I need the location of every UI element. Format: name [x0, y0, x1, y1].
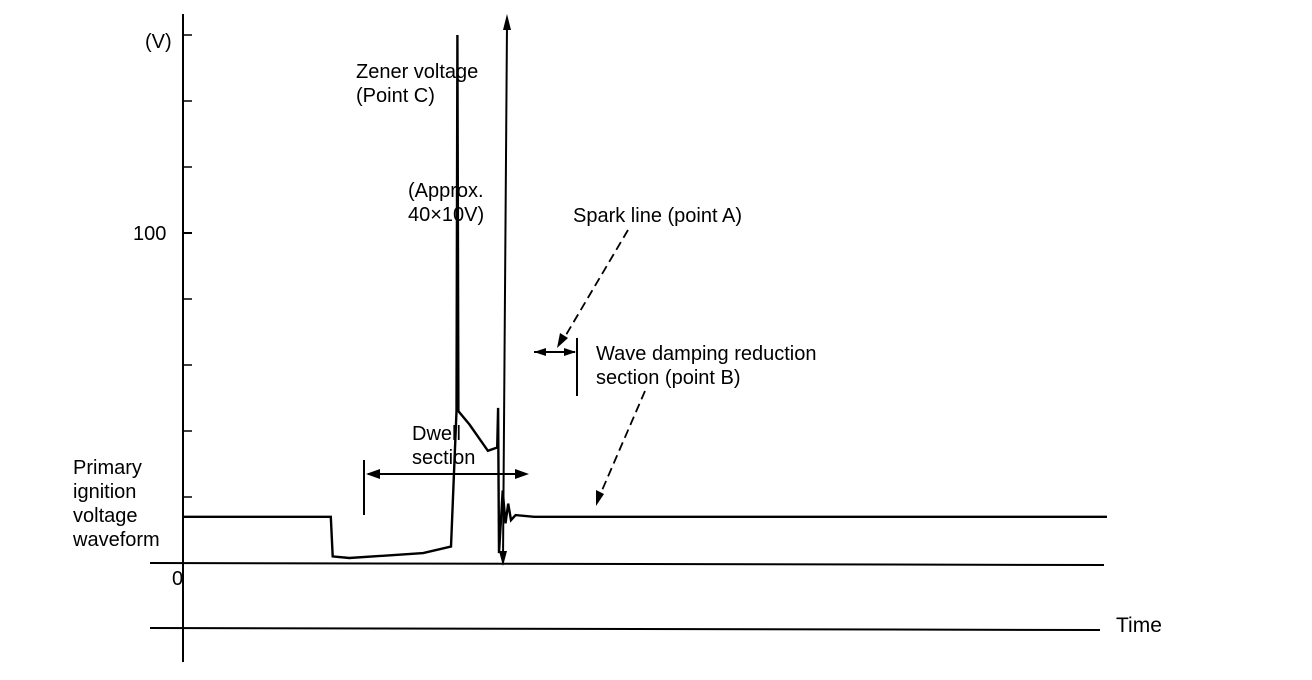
- spark-arrow-head-right: [564, 348, 576, 356]
- spark-pointer-head: [557, 333, 568, 348]
- zener-arrow-head-top: [503, 14, 511, 30]
- damping-pointer-head: [596, 490, 604, 506]
- y-unit-label: (V): [145, 31, 172, 53]
- spark-label: Spark line (point A): [573, 205, 742, 227]
- zener-arrow-head-bottom: [499, 551, 507, 566]
- primary-label-line1: Primary: [73, 457, 142, 479]
- zener-label-line2: (Point C): [356, 85, 435, 107]
- spark-pointer: [562, 229, 629, 341]
- primary-label-line4: waveform: [72, 529, 160, 551]
- spark-arrow-head-left: [534, 348, 546, 356]
- damping-label-line1: Wave damping reduction: [596, 343, 817, 365]
- approx-label-line2: 40×10V): [408, 204, 484, 226]
- tick-label-100: 100: [133, 223, 166, 245]
- zener-arrow-line: [502, 23, 508, 561]
- damping-label-line2: section (point B): [596, 367, 741, 389]
- tick-label-0: 0: [172, 568, 183, 590]
- approx-label-line1: (Approx.: [408, 180, 484, 202]
- zero-line: [149, 562, 1105, 566]
- time-axis: [149, 627, 1101, 631]
- y-axis-minor-ticks: [183, 34, 192, 498]
- primary-label-line3: voltage: [73, 505, 138, 527]
- primary-label-line2: ignition: [73, 481, 136, 503]
- zener-label-line1: Zener voltage: [356, 61, 478, 83]
- x-axis-label: Time: [1116, 614, 1162, 637]
- waveform-series: [183, 34, 1107, 560]
- dwell-label-line2: section: [412, 447, 475, 469]
- dwell-arrow-head-right: [515, 469, 529, 479]
- dwell-arrow-head-left: [366, 469, 380, 479]
- dwell-label-line1: Dwell: [412, 423, 461, 445]
- damping-pointer: [599, 390, 646, 496]
